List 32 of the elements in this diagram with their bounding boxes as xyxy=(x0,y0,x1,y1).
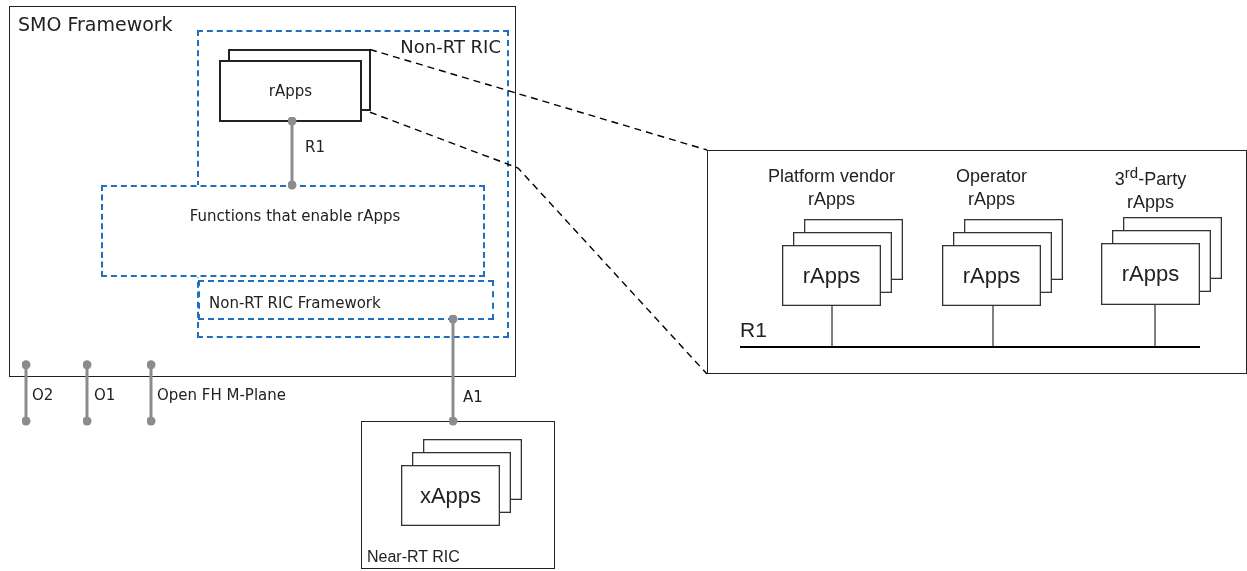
card-label: rApps xyxy=(962,262,1021,289)
card-label: xApps xyxy=(419,482,482,509)
box-title: SMO Framework xyxy=(18,13,173,35)
ric-box xyxy=(361,421,555,569)
group-title: Non-RT RIC xyxy=(400,36,501,57)
zoom-panel xyxy=(707,150,1247,374)
card-label: rApps xyxy=(1121,261,1180,287)
zoom-line xyxy=(369,111,708,375)
interface-label: Open FH M-Plane xyxy=(156,386,287,404)
bus-label: R1 xyxy=(740,318,767,342)
interface-line xyxy=(21,360,31,426)
connector-line xyxy=(1154,304,1156,349)
function-label: Functions that enable rApps xyxy=(189,207,401,225)
group-title: Operator rApps xyxy=(954,165,1028,212)
interface-line xyxy=(287,116,297,190)
function-box xyxy=(101,185,485,277)
framework-box xyxy=(9,6,516,377)
stacked-app-cards xyxy=(219,49,371,122)
interface-line xyxy=(448,314,458,426)
dashed-group-box xyxy=(198,280,494,320)
box-title: Near-RT RIC xyxy=(367,548,460,566)
zoom-line xyxy=(369,48,708,151)
group-title: Platform vendor rApps xyxy=(766,165,897,212)
connector-line xyxy=(992,305,994,349)
connector-line xyxy=(831,305,833,349)
interface-line xyxy=(146,360,156,426)
card-label: rApps xyxy=(268,82,313,100)
interface-line xyxy=(82,360,92,426)
stacked-app-cards xyxy=(401,439,522,526)
card-label: rApps xyxy=(802,262,861,289)
group-title: 3$^{rd}$-Party rApps xyxy=(1113,163,1188,215)
group-title: Non-RT RIC Framework xyxy=(209,294,381,312)
